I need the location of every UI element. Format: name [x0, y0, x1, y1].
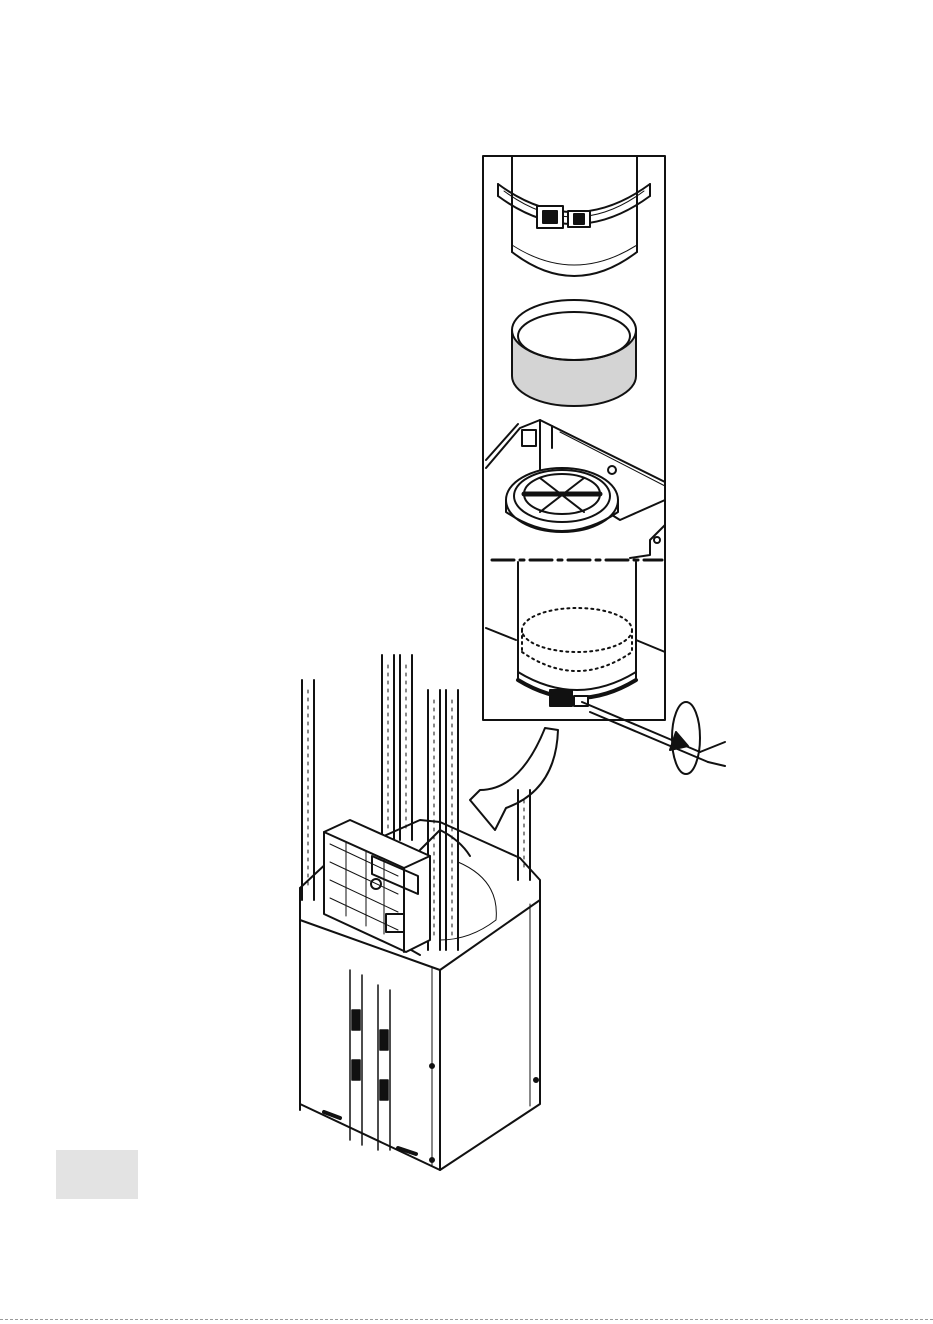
screwdriver-icon [582, 702, 725, 766]
clamp-icon [498, 184, 650, 228]
lower-duct [486, 562, 665, 706]
hood-chimney-assembly [300, 655, 540, 1170]
motor-housing [324, 820, 430, 952]
body-rails [350, 970, 390, 1150]
page-tab-marker [56, 1150, 138, 1199]
footer-rule [0, 1319, 933, 1320]
curved-arrow-icon [470, 728, 558, 830]
check-valve-icon [506, 468, 618, 532]
detail-inset [483, 156, 665, 720]
rotate-arrow-icon [670, 702, 700, 774]
gasket-ring-icon [512, 300, 636, 406]
